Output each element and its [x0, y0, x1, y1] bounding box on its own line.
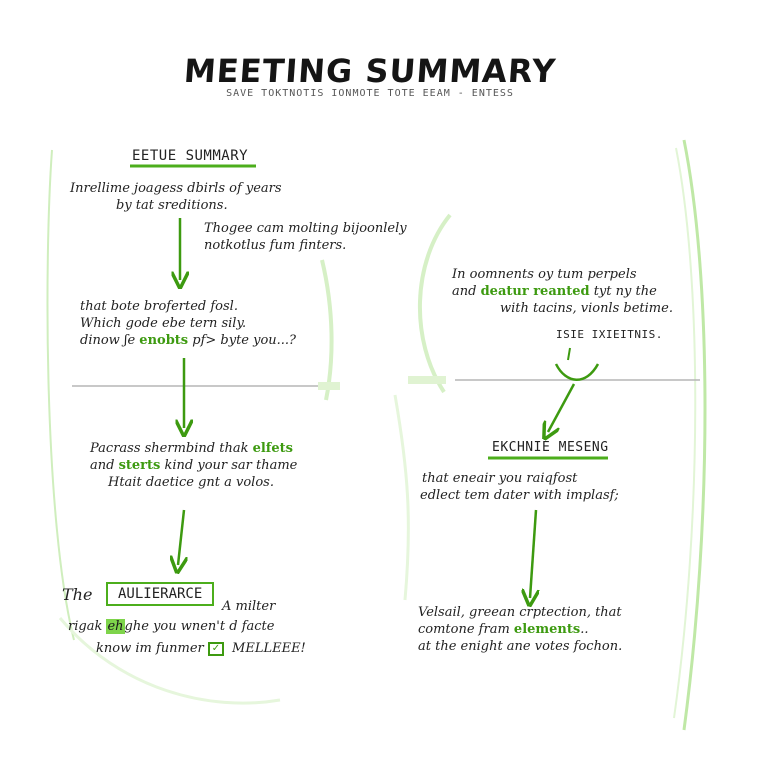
arrow-down-right [530, 509, 536, 598]
frame-stroke-center-left [320, 259, 334, 401]
left-note-3-text: dinow ʃe [80, 333, 140, 348]
left-note-4-text-3: kind your sar thame [160, 458, 298, 473]
left-section-heading: EETUE SUMMARY [132, 148, 249, 164]
final-line-3-text: know im funmer [96, 641, 208, 656]
left-note-3-line-2: Which gode ebe tern sily. [80, 316, 247, 331]
frame-stroke-left [46, 149, 75, 641]
left-note-4-line-3: Htait daetice gnt a volos. [108, 475, 274, 490]
left-note-3-line-1: that bote broferted fosl. [80, 299, 238, 314]
smile-mark [554, 363, 600, 381]
right-note-3-line-2: comtone fram elements.. [418, 621, 622, 638]
right-note-1-tail: tyt ny the [589, 284, 657, 299]
left-note-3-highlight: enobts [139, 333, 189, 348]
checkbox-icon: ✓ [207, 641, 224, 656]
frame-stroke-mid-right [393, 394, 410, 601]
final-line-2-text: rigak [68, 619, 107, 634]
final-line-1: A milter [222, 599, 276, 614]
left-note-1-line-2: by tat sreditions. [116, 198, 228, 213]
tick-mark [567, 347, 571, 361]
left-note-4-text-1: Pacrass shermbind thak [90, 441, 253, 456]
audience-box: AULIERARCE [106, 582, 215, 606]
left-note-2: Thogee cam molting bijoonlely notkotlus … [204, 220, 407, 254]
right-note-3-text: comtone fram [418, 622, 514, 637]
left-note-4-highlight-1: elfets [252, 441, 293, 456]
right-note-3: Velsail, greean crptection, that comtone… [418, 604, 622, 655]
left-note-3: that bote broferted fosl. Which gode ebe… [80, 298, 296, 349]
left-note-2-line-2: notkotlus fum finters. [204, 238, 347, 253]
final-line-2-highlight: eh [106, 619, 125, 634]
page-title: MEETING SUMMARY [182, 52, 558, 90]
right-note-3-line-1: Velsail, greean crptection, that [418, 605, 622, 620]
divider-left-cap [318, 382, 340, 390]
right-small-label: ISIE IXIEITNIS. [556, 328, 663, 341]
right-note-3-highlight: elements [513, 622, 581, 637]
right-note-2: that eneair you raiqfost edlect tem date… [420, 470, 619, 504]
left-note-4-text-2: and [90, 458, 119, 473]
right-section-heading: EKCHNIE MESENG [492, 440, 609, 455]
left-note-4-highlight-2: sterts [118, 458, 161, 473]
right-note-2-line-2: edlect tem dater with implasf; [420, 488, 619, 503]
frame-stroke-right-outer [682, 139, 707, 731]
left-note-4-line-2: and sterts kind your sar thame [90, 457, 297, 474]
left-note-4-line-1: Pacrass shermbind thak elfets [90, 440, 297, 457]
right-note-3-tail: .. [580, 622, 589, 637]
right-note-3-line-3: at the enight ane votes fochon. [418, 639, 623, 654]
divider-right-cap [408, 376, 446, 384]
arrow-down-3 [178, 509, 184, 565]
page-subtitle: SAVE TOKTNOTIS IONMOTE TOTE EEAM - ENTES… [226, 88, 514, 99]
right-note-2-line-1: that eneair you raiqfost [422, 471, 578, 486]
left-note-2-line-1: Thogee cam molting bijoonlely [204, 221, 407, 236]
right-note-1-highlight: deatur reanted [480, 284, 590, 299]
final-line-2: rigak ehghe you wnen't d facte [68, 618, 274, 635]
left-note-1: Inrellime joagess dbirls of years by tat… [70, 180, 282, 214]
right-note-1: In oomnents oy tum perpels and deatur re… [452, 266, 673, 317]
left-note-3-tail: pf> byte you...? [188, 333, 297, 348]
final-line-3: know im funmer ✓ MELLEEE! [96, 640, 306, 657]
right-note-1-text: and [452, 284, 481, 299]
final-line-2-tail: ghe you wnen't d facte [124, 619, 275, 634]
left-note-4: Pacrass shermbind thak elfets and sterts… [90, 440, 297, 491]
arrow-diagonal [548, 383, 576, 432]
final-word: The [62, 585, 93, 604]
right-note-1-line-2: and deatur reanted tyt ny the [452, 283, 673, 300]
frame-stroke-right-inner [673, 147, 697, 719]
frame-stroke-center-right [417, 213, 452, 394]
right-note-1-line-3: with tacins, vionls betime. [500, 301, 673, 316]
left-note-1-line-1: Inrellime joagess dbirls of years [70, 181, 282, 196]
right-note-1-line-1: In oomnents oy tum perpels [452, 267, 637, 282]
left-note-3-line-3: dinow ʃe enobts pf> byte you...? [80, 332, 296, 349]
final-line-3-tail: MELLEEE! [227, 641, 306, 656]
